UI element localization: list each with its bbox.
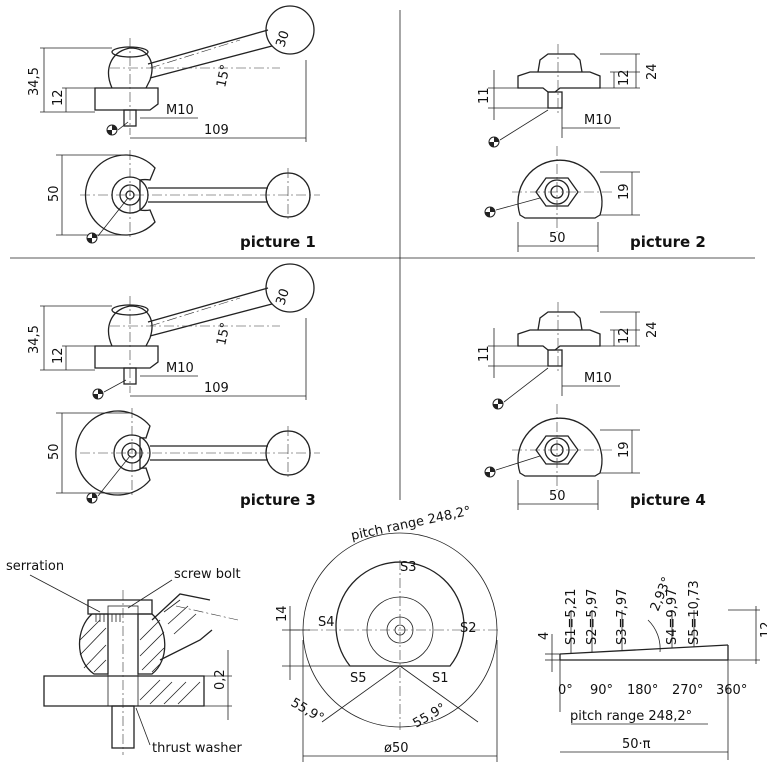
p2-width-label: 50 xyxy=(549,231,566,246)
pitch-range-title: pitch range 248,2° xyxy=(350,504,473,544)
pitch-development: 4 12 S1=5,21 S2=5,97 S3=7,97 S4=9,97 S5=… xyxy=(537,575,767,760)
section-view: 0,2 serration screw bolt thrust washer xyxy=(6,559,243,756)
p3-thread-label: M10 xyxy=(166,361,194,376)
d12-label: 12 xyxy=(759,621,767,638)
deg270-label: 270° xyxy=(672,683,703,698)
pitch-range-dev-label: pitch range 248,2° xyxy=(570,709,692,724)
deg0-label: 0° xyxy=(558,683,573,698)
thrust-washer-label: thrust washer xyxy=(152,741,243,756)
deg180-label: 180° xyxy=(627,683,658,698)
deg360-label: 360° xyxy=(716,683,747,698)
picture-4: 24 12 11 M10 19 50 xyxy=(477,302,706,510)
s4-value-label: S4=9,97 xyxy=(665,589,680,645)
p1-ball-label: 30 xyxy=(274,29,293,49)
p2-thread-label: M10 xyxy=(584,113,612,128)
p1-top-view: 50 xyxy=(47,150,320,244)
p1-side-view: 34,5 12 15° 30 M10 109 xyxy=(27,5,315,142)
gap-label: 0,2 xyxy=(213,669,228,690)
s2-label: S2 xyxy=(460,621,477,636)
p2-upper-label: 12 xyxy=(617,69,632,86)
deg90-label: 90° xyxy=(590,683,613,698)
p2-depth-label: 19 xyxy=(617,183,632,200)
p3-angle-label: 15° xyxy=(214,321,233,347)
p4-depth-label: 19 xyxy=(617,441,632,458)
s1-value-label: S1=5,21 xyxy=(564,589,579,645)
p2-side-view: 24 12 11 M10 xyxy=(477,44,660,148)
s3-value-label: S3=7,97 xyxy=(615,589,630,645)
p4-thread-label: M10 xyxy=(584,371,612,386)
p1-base-label: 12 xyxy=(51,89,66,106)
s5-label: S5 xyxy=(350,671,367,686)
p3-base-label: 12 xyxy=(51,347,66,364)
picture-4-caption: picture 4 xyxy=(630,491,706,509)
screw-bolt-label: screw bolt xyxy=(174,567,241,582)
s3-label: S3 xyxy=(400,560,417,575)
diameter-label: ø50 xyxy=(384,741,409,756)
picture-3: 34,5 12 15° 30 M10 109 50 xyxy=(27,263,320,509)
serration-label: serration xyxy=(6,559,64,574)
p3-ball-label: 30 xyxy=(274,287,293,307)
picture-1: 34,5 12 15° 30 M10 109 50 xyxy=(27,5,320,251)
s4-label: S4 xyxy=(318,615,335,630)
s2-value-label: S2=5,97 xyxy=(585,589,600,645)
pitch-top-view: pitch range 248,2° S3 S4 S2 S5 S1 55,9° … xyxy=(275,504,500,762)
angle-right-label: 55,9° xyxy=(411,701,449,732)
p2-thread-length-label: 11 xyxy=(477,87,492,104)
p1-height-label: 34,5 xyxy=(27,67,42,96)
p3-height-label: 34,5 xyxy=(27,325,42,354)
p1-angle-label: 15° xyxy=(214,63,233,89)
d4-label: 4 xyxy=(537,632,552,640)
picture-1-caption: picture 1 xyxy=(240,233,316,251)
s5-value-label: S5=10,73 xyxy=(687,580,702,645)
p1-thread-label: M10 xyxy=(166,103,194,118)
p2-total-label: 24 xyxy=(645,63,660,80)
p1-width-label: 50 xyxy=(47,185,62,202)
angle-left-label: 55,9° xyxy=(288,695,326,726)
p4-width-label: 50 xyxy=(549,489,566,504)
picture-2-caption: picture 2 xyxy=(630,233,706,251)
p4-thread-length-label: 11 xyxy=(477,345,492,362)
s1-label: S1 xyxy=(432,671,449,686)
p4-total-label: 24 xyxy=(645,321,660,338)
p3-top-view: 50 xyxy=(47,408,320,504)
p3-width-label: 50 xyxy=(47,443,62,460)
p1-length-label: 109 xyxy=(204,123,229,138)
picture-2: 24 12 11 M10 19 50 xyxy=(477,44,706,252)
p4-upper-label: 12 xyxy=(617,327,632,344)
p3-length-label: 109 xyxy=(204,381,229,396)
picture-3-caption: picture 3 xyxy=(240,491,316,509)
p4-top-view: 19 50 xyxy=(484,404,640,510)
divider-lines xyxy=(10,10,755,500)
p3-side-view: 34,5 12 15° 30 M10 109 xyxy=(27,263,315,400)
p2-top-view: 19 50 xyxy=(484,146,640,252)
p4-side-view: 24 12 11 M10 xyxy=(477,302,660,410)
circumference-label: 50·π xyxy=(622,737,651,752)
d14-label: 14 xyxy=(275,605,290,622)
